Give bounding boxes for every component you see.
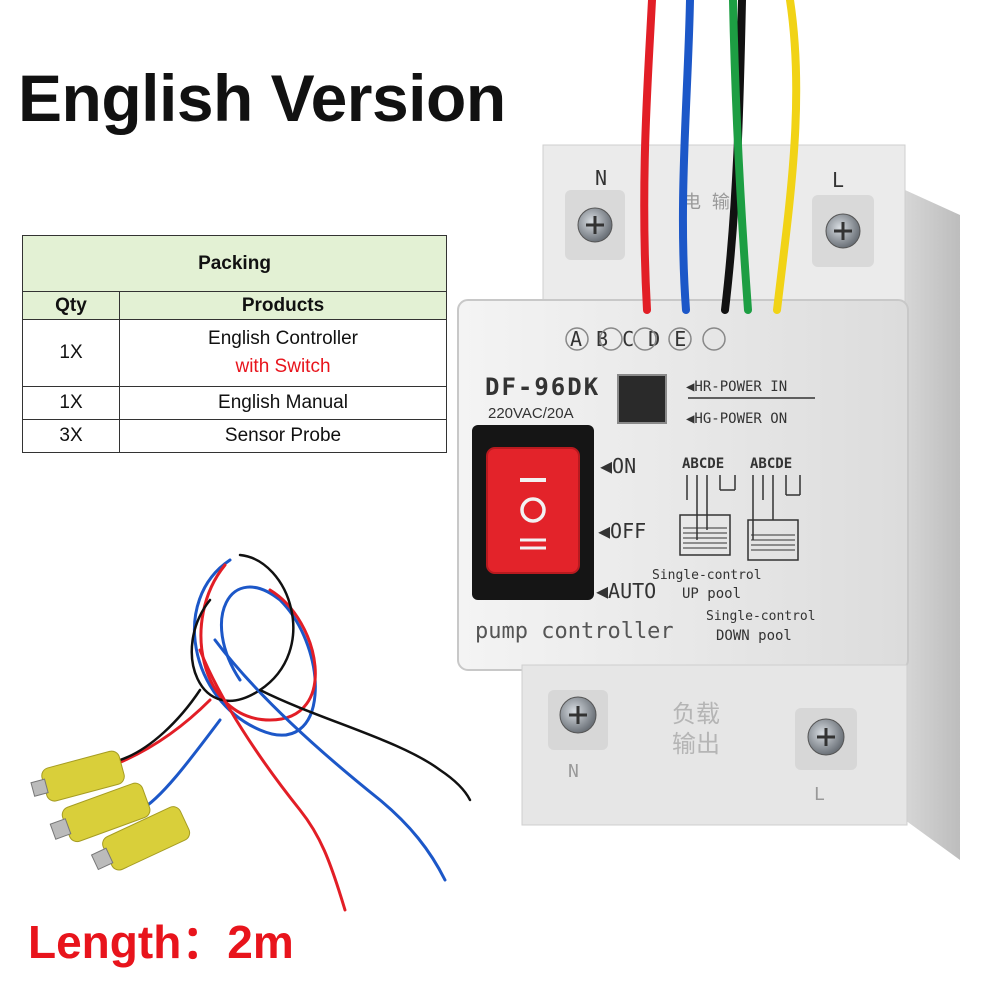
product-cell: English Controller with Switch — [119, 319, 447, 387]
table-row: 1X English Controller with Switch — [22, 319, 447, 387]
diagram-letters-up: ABCDE — [682, 456, 724, 472]
chinese-output-label: 输出 — [672, 730, 720, 758]
sensor-probes — [30, 750, 191, 871]
qty-cell: 3X — [22, 419, 120, 453]
chinese-load-label: 负载 — [672, 700, 720, 728]
rating-label: 220VAC/20A — [488, 405, 574, 422]
column-header-qty: Qty — [22, 291, 120, 320]
mode-down-line1: Single-control — [706, 609, 816, 624]
indicator-power-in: ◀HR-POWER IN — [686, 379, 787, 395]
packing-table-title: Packing — [22, 235, 447, 292]
column-header-products: Products — [119, 291, 447, 320]
terminal-l-bottom: L — [814, 784, 825, 805]
mode-up-line1: Single-control — [652, 568, 762, 583]
headline-title: English Version — [18, 61, 506, 135]
switch-label-auto: ◀AUTO — [596, 579, 656, 603]
qty-cell: 1X — [22, 386, 120, 420]
model-label: DF-96DK — [485, 373, 600, 401]
controller-wires — [640, 0, 801, 314]
rocker-switch[interactable] — [486, 447, 580, 574]
packing-table: Packing Qty Products 1X English Controll… — [22, 235, 447, 453]
terminal-letters: ABCDE — [570, 327, 700, 351]
chinese-top-label: 电 输 — [683, 192, 730, 213]
product-name-label: pump controller — [475, 619, 674, 644]
indicator-power-on: ◀HG-POWER ON — [686, 411, 787, 427]
switch-label-on: ◀ON — [600, 454, 636, 478]
terminal-l-top: L — [832, 168, 844, 192]
wiring-diagram — [679, 475, 801, 561]
mode-up-line2: UP pool — [682, 586, 741, 602]
switch-label-off: ◀OFF — [598, 519, 646, 543]
terminal-n-top: N — [595, 166, 607, 190]
mode-down-line2: DOWN pool — [716, 628, 792, 644]
table-row: 3X Sensor Probe — [22, 419, 447, 453]
length-label: Length：2m — [28, 916, 294, 968]
product-cell: Sensor Probe — [119, 419, 447, 453]
product-name: English Controller — [208, 328, 358, 349]
terminal-n-bottom: N — [568, 761, 579, 782]
diagram-letters-down: ABCDE — [750, 456, 792, 472]
controller-device: N L 电 输 ABCDE DF-96DK 220VAC/20A ◀HR-POW… — [457, 144, 960, 860]
sensor-probe-cables — [98, 553, 472, 912]
product-note: with Switch — [235, 356, 331, 377]
